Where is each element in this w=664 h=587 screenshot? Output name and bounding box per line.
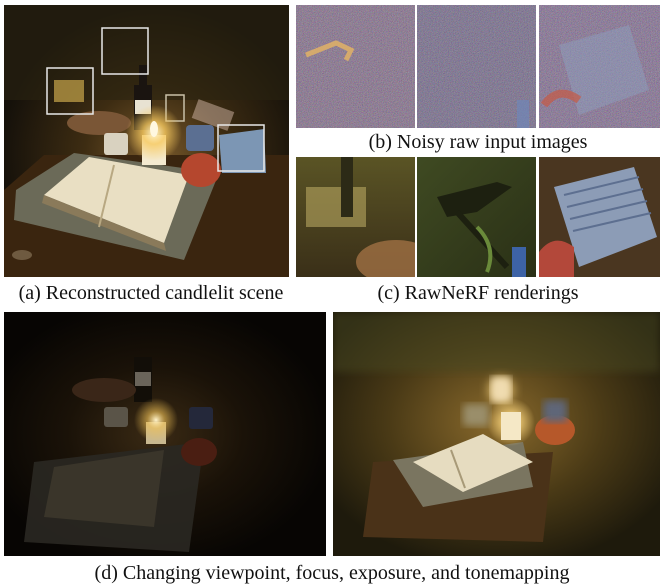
panel-b-noisy-crop-2 — [417, 5, 536, 128]
panel-c-render-crop-1 — [296, 157, 415, 277]
caption-d: (d) Changing viewpoint, focus, exposure,… — [94, 562, 570, 584]
panel-d-dark-render — [4, 312, 326, 556]
caption-c: (c) RawNeRF renderings — [377, 282, 579, 304]
crop-box-left — [46, 67, 94, 115]
panel-c-render-crop-2 — [417, 157, 536, 277]
panel-a-reconstructed-scene — [4, 5, 289, 277]
panel-c-render-crop-3 — [539, 157, 660, 277]
panel-d-bright-render — [333, 312, 660, 556]
crop-box-right — [217, 124, 265, 172]
crop-box-top — [101, 27, 149, 75]
caption-a: (a) Reconstructed candlelit scene — [18, 282, 284, 304]
panel-b-noisy-crop-1 — [296, 5, 415, 128]
caption-b: (b) Noisy raw input images — [368, 131, 588, 153]
panel-b-noisy-crop-3 — [539, 5, 660, 128]
